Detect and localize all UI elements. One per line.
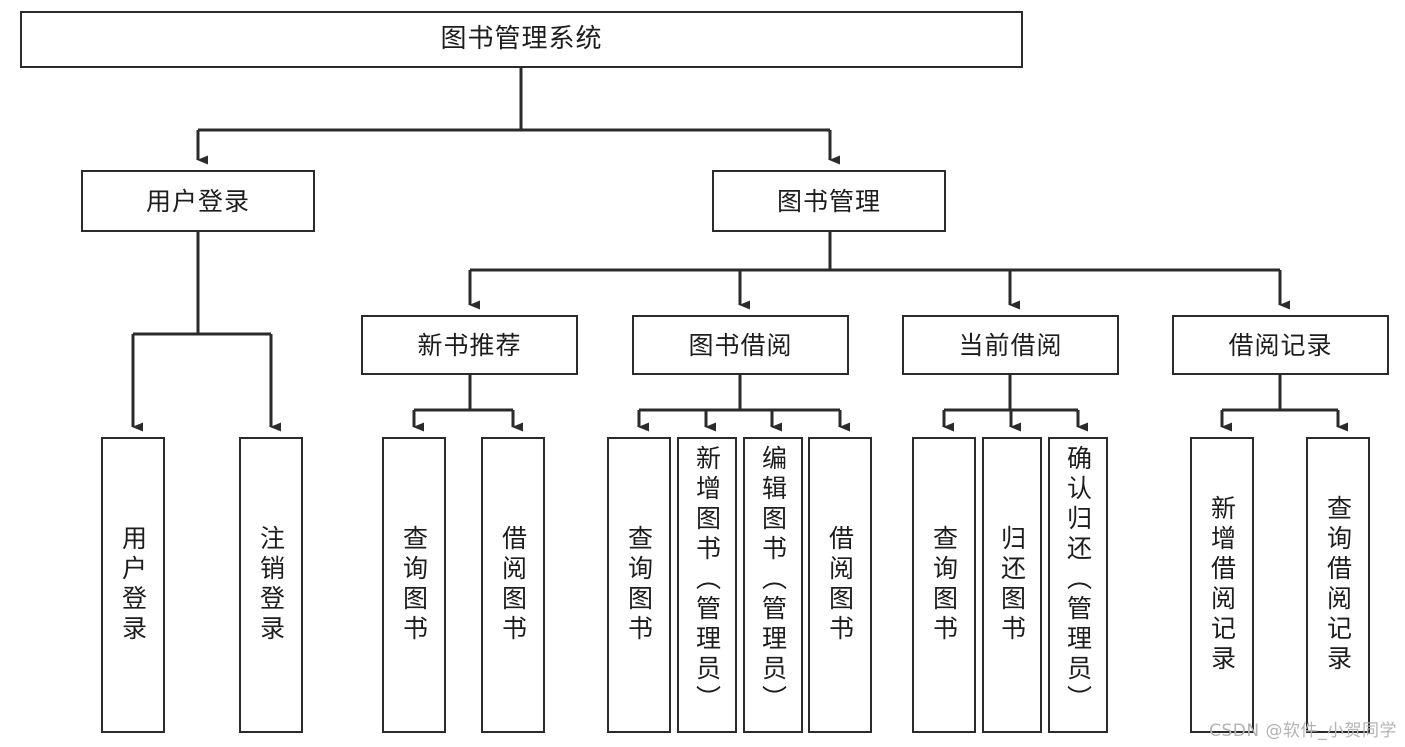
- leaf-current-query-book-label: 查询图书: [929, 525, 959, 645]
- leaf-new-book-borrow-label: 借阅图书: [498, 525, 528, 645]
- leaf-confirm-return-admin-label: 确认归还（管理员）: [1063, 445, 1093, 715]
- leaf-edit-book-admin-label: 编辑图书（管理员）: [758, 445, 788, 715]
- leaf-confirm-return-admin[interactable]: 确认归还（管理员）: [1048, 437, 1108, 733]
- leaf-return-book[interactable]: 归还图书: [982, 437, 1042, 733]
- node-new-book-recommend-label: 新书推荐: [417, 330, 522, 360]
- leaf-add-book-admin-label: 新增图书（管理员）: [692, 445, 722, 715]
- leaf-new-book-query[interactable]: 查询图书: [382, 437, 446, 733]
- leaf-borrow-query-book[interactable]: 查询图书: [607, 437, 671, 733]
- leaf-query-borrow-record[interactable]: 查询借阅记录: [1306, 437, 1370, 733]
- leaf-user-login[interactable]: 用户登录: [101, 437, 165, 733]
- leaf-new-book-query-label: 查询图书: [399, 525, 429, 645]
- node-current-borrow-label: 当前借阅: [958, 330, 1063, 360]
- node-new-book-recommend[interactable]: 新书推荐: [361, 315, 578, 375]
- node-borrow-record-label: 借阅记录: [1228, 330, 1333, 360]
- leaf-return-book-label: 归还图书: [997, 525, 1027, 645]
- node-book-management-label: 图书管理: [776, 186, 881, 216]
- node-current-borrow[interactable]: 当前借阅: [902, 315, 1119, 375]
- leaf-borrow-book[interactable]: 借阅图书: [808, 437, 872, 733]
- leaf-add-borrow-record[interactable]: 新增借阅记录: [1190, 437, 1254, 733]
- leaf-new-book-borrow[interactable]: 借阅图书: [481, 437, 545, 733]
- leaf-borrow-query-book-label: 查询图书: [624, 525, 654, 645]
- csdn-watermark: CSDN @软件_小贺同学: [1209, 721, 1397, 741]
- node-borrow-record[interactable]: 借阅记录: [1172, 315, 1389, 375]
- node-user-login[interactable]: 用户登录: [81, 170, 315, 232]
- node-root-system-label: 图书管理系统: [440, 24, 603, 55]
- node-user-login-label: 用户登录: [145, 186, 250, 216]
- leaf-user-logout-label: 注销登录: [256, 525, 286, 645]
- leaf-add-borrow-record-label: 新增借阅记录: [1207, 495, 1237, 675]
- node-book-borrow[interactable]: 图书借阅: [632, 315, 849, 375]
- leaf-edit-book-admin[interactable]: 编辑图书（管理员）: [743, 437, 803, 733]
- node-root-system[interactable]: 图书管理系统: [20, 11, 1023, 68]
- leaf-add-book-admin[interactable]: 新增图书（管理员）: [677, 437, 737, 733]
- leaf-query-borrow-record-label: 查询借阅记录: [1323, 495, 1353, 675]
- node-book-management[interactable]: 图书管理: [712, 170, 946, 232]
- leaf-current-query-book[interactable]: 查询图书: [912, 437, 976, 733]
- node-book-borrow-label: 图书借阅: [688, 330, 793, 360]
- leaf-user-logout[interactable]: 注销登录: [239, 437, 303, 733]
- leaf-user-login-label: 用户登录: [118, 525, 148, 645]
- leaf-borrow-book-label: 借阅图书: [825, 525, 855, 645]
